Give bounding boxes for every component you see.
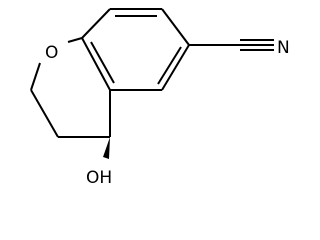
- bond-c6-c5-inner: [157, 46, 182, 85]
- bond-c6-c5: [161, 44, 190, 91]
- atom-label-nitrogen: N: [277, 38, 290, 58]
- bond-c8a-c8: [81, 8, 111, 39]
- wedge-bond-c4-oh: [103, 137, 110, 159]
- bond-c7-c6: [161, 8, 190, 46]
- bond-c4a-c8a: [81, 37, 111, 91]
- bond-c2-c3: [30, 89, 59, 138]
- atom-label-oxygen-ring: O: [45, 43, 58, 63]
- bond-o1-c2: [30, 62, 41, 91]
- chemical-structure-diagram: O N OH: [30, 8, 290, 188]
- bond-c4a-c8a-inner: [90, 41, 115, 84]
- bond-c8a-o1: [67, 37, 83, 43]
- atom-label-hydroxyl: OH: [86, 168, 112, 188]
